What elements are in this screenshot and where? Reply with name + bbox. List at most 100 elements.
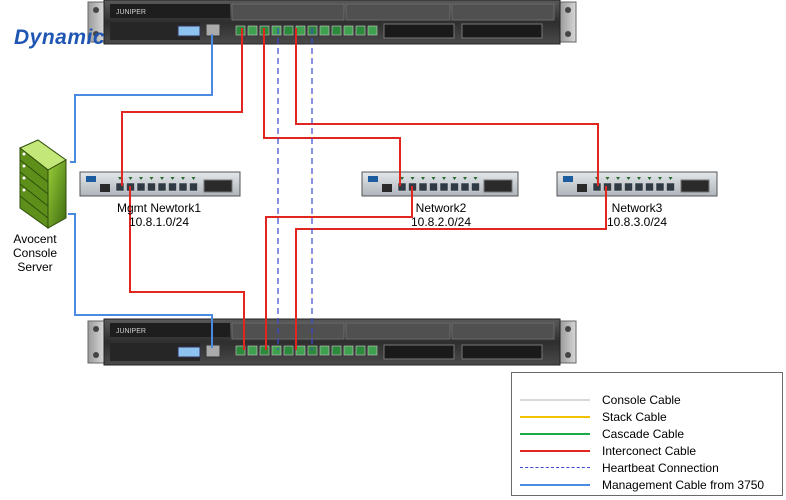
switch-port [189, 182, 198, 192]
legend-item: Console Cable [512, 392, 782, 408]
interconnect-cables [121, 28, 607, 350]
router-port [355, 345, 366, 356]
switch-led [421, 177, 425, 180]
console-server-line1: Avocent [13, 232, 57, 246]
switch-port [115, 182, 125, 192]
router-port [343, 25, 354, 36]
switch-port [418, 182, 428, 192]
legend-label: Console Cable [602, 393, 681, 407]
switch-port [603, 182, 612, 192]
switch-port [397, 182, 407, 192]
legend-item: Interconect Cable [512, 443, 782, 459]
legend-label: Stack Cable [602, 410, 667, 424]
console-server-line3: Server [17, 260, 53, 274]
legend-swatch-cascade [520, 433, 590, 435]
legend-item: Cascade Cable [512, 426, 782, 442]
switch-port [645, 182, 654, 192]
router-port [319, 345, 330, 356]
switch-port [168, 182, 177, 192]
switch-port [136, 182, 146, 192]
network1-name: Mgmt Newtork1 [116, 201, 202, 215]
dynamic-logo: Dynamic [14, 26, 106, 49]
console-server-label: Avocent Console Server [0, 232, 70, 274]
legend-label: Interconect Cable [602, 444, 697, 458]
switch-led [442, 177, 446, 180]
router-port [247, 345, 258, 356]
console-server-icon [19, 139, 67, 229]
network1-subnet: 10.8.1.0/24 [128, 215, 190, 229]
switch-led [128, 177, 133, 180]
switch-led [626, 177, 631, 180]
switch-led [431, 177, 436, 180]
router-port [247, 25, 258, 36]
router-port [331, 345, 342, 356]
switch-label-network3: Network3 10.8.3.0/24 [584, 201, 690, 229]
legend-swatch-console [520, 399, 590, 401]
switch-network3 [556, 171, 718, 197]
switch-led [647, 177, 652, 180]
switch-port [634, 182, 644, 192]
switch-network1 [79, 171, 241, 197]
router-port [283, 25, 294, 36]
router-port [331, 25, 342, 36]
network2-subnet: 10.8.2.0/24 [410, 215, 472, 229]
router-port [295, 345, 306, 356]
switch-led [473, 177, 478, 180]
switch-led [616, 177, 620, 180]
heartbeat-lines [277, 28, 313, 350]
switch-led [605, 177, 610, 180]
router-port [271, 25, 282, 36]
switch-port [450, 182, 459, 192]
switch-led [170, 177, 175, 180]
switch-label-network2: Network2 10.8.2.0/24 [388, 201, 494, 229]
legend-item: Heartbeat Connection [512, 460, 782, 476]
router-port [235, 345, 246, 356]
switch-port [178, 182, 188, 192]
router-port [235, 25, 246, 36]
switch-led [658, 177, 662, 180]
switch-network2 [361, 171, 519, 197]
switch-port [613, 182, 623, 192]
switch-led [139, 177, 143, 180]
legend: Console Cable Stack Cable Cascade Cable … [511, 372, 783, 496]
switch-led [410, 177, 415, 180]
switch-led [160, 177, 164, 180]
legend-swatch-stack [520, 416, 590, 418]
legend-swatch-management [520, 484, 590, 486]
bottom-router [87, 318, 577, 366]
top-router [87, 0, 577, 45]
switch-port [655, 182, 665, 192]
switch-led [452, 177, 457, 180]
router-port [367, 25, 378, 36]
switch-port [147, 182, 156, 192]
switch-led [149, 177, 154, 180]
legend-label: Cascade Cable [602, 427, 685, 441]
switch-port [439, 182, 449, 192]
router-port [283, 345, 294, 356]
switch-led [463, 177, 467, 180]
router-port [307, 345, 318, 356]
management-cables [68, 34, 213, 348]
network3-name: Network3 [611, 201, 663, 215]
router-port [367, 345, 378, 356]
switch-led [191, 177, 196, 180]
switch-port [666, 182, 675, 192]
switch-port [157, 182, 167, 192]
router-port [259, 345, 270, 356]
router-port [355, 25, 366, 36]
router-port [271, 345, 282, 356]
switch-port [429, 182, 438, 192]
top-router-brand: JUNIPER [116, 9, 146, 16]
switch-led [668, 177, 673, 180]
console-server-line2: Console [12, 246, 58, 260]
switch-led [181, 177, 185, 180]
switch-port [624, 182, 633, 192]
switch-led [637, 177, 641, 180]
bottom-router-ports [235, 345, 378, 356]
legend-swatch-interconnect [520, 450, 590, 452]
legend-label: Heartbeat Connection [602, 461, 719, 475]
legend-label: Management Cable from 3750 [602, 478, 765, 492]
router-port [295, 25, 306, 36]
